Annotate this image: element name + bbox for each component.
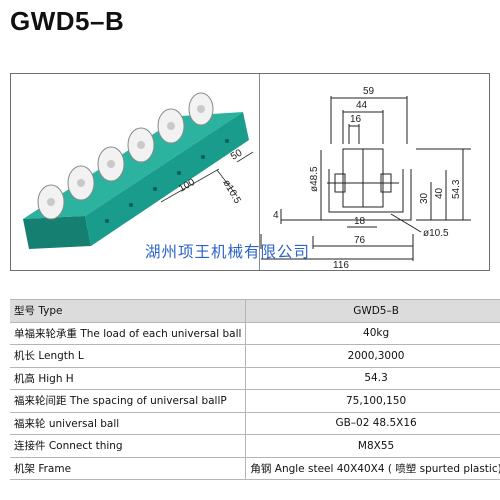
photo-dim-hole: ø10.5	[220, 178, 243, 206]
product-photo	[23, 92, 254, 249]
wheels	[37, 92, 214, 220]
spec-value: 75,100,150	[245, 389, 500, 413]
engineering-drawing	[260, 96, 471, 261]
figure-divider	[259, 74, 260, 270]
dim-30: 30	[419, 192, 430, 204]
dim-dia-48-5: ø48.5	[309, 166, 320, 192]
page-title: GWD5–B	[10, 6, 125, 36]
spec-label: 机架 Frame	[10, 457, 247, 480]
spec-value: 54.3	[245, 367, 500, 390]
dim-44: 44	[356, 100, 368, 111]
spec-value: GB–02 48.5X16	[245, 412, 500, 435]
spec-label: 机长 Length L	[10, 344, 247, 368]
company-name: 湖州项王机械有限公司	[145, 243, 311, 261]
spec-label: 福来轮间距 The spacing of universal ballP	[10, 389, 247, 413]
rail-side-face	[85, 112, 249, 246]
dim-54-3: 54.3	[451, 179, 462, 199]
dim-76: 76	[354, 235, 366, 246]
dim-59: 59	[363, 86, 375, 97]
spec-value: 角钢 Angle steel 40X40X4 ( 喷塑 spurted plas…	[245, 457, 500, 480]
dim-dia-10-5: ø10.5	[423, 228, 449, 239]
spec-label: 单福来轮承重 The load of each universal ball	[10, 322, 247, 345]
spec-value: 40kg	[245, 322, 500, 345]
figure-drawing: 100 ø10.5 50	[23, 86, 471, 269]
dim-40: 40	[434, 187, 445, 199]
spec-label: 机高 High H	[10, 367, 247, 390]
product-figure: 100 ø10.5 50	[10, 73, 490, 271]
dim-16: 16	[350, 114, 362, 125]
dim-18: 18	[354, 216, 366, 227]
spec-label: 连接件 Connect thing	[10, 434, 247, 458]
spec-value: M8X55	[245, 434, 500, 458]
spec-label: 型号 Type	[10, 299, 247, 323]
rail-front-face	[23, 216, 91, 249]
spec-label: 福来轮 universal ball	[10, 412, 247, 435]
dim-4: 4	[273, 210, 279, 221]
spec-value: 2000,3000	[245, 344, 500, 368]
rail-holes	[105, 139, 229, 223]
dim-116: 116	[333, 260, 349, 269]
photo-dim-width: 50	[229, 147, 245, 162]
spec-value: GWD5–B	[245, 299, 500, 323]
